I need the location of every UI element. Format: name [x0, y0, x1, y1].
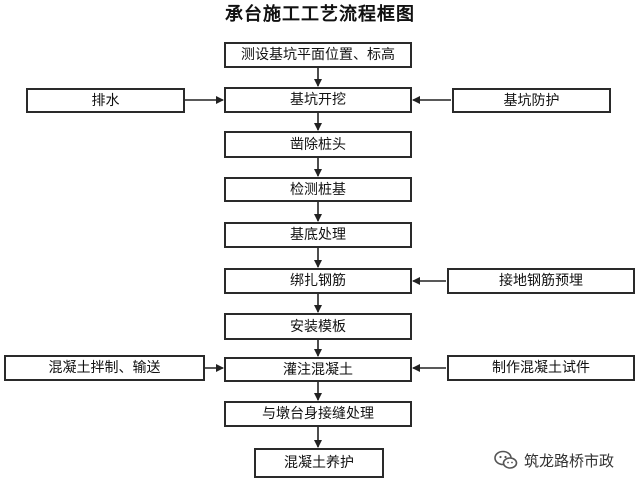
step-concrete-curing: 混凝土养护: [254, 448, 384, 478]
watermark: 筑龙路桥市政: [494, 448, 614, 472]
side-concrete-mixing: 混凝土拌制、输送: [4, 355, 205, 381]
step-formwork-install: 安装模板: [224, 313, 412, 340]
side-grounding-embed: 接地钢筋预埋: [447, 268, 635, 294]
step-chisel-pile-head: 凿除桩头: [224, 131, 412, 158]
step-joint-treatment: 与墩台身接缝处理: [224, 401, 412, 427]
side-test-specimen: 制作混凝土试件: [447, 355, 635, 381]
step-survey-layout: 测设基坑平面位置、标高: [224, 42, 412, 68]
step-concrete-pour: 灌注混凝土: [224, 357, 412, 382]
side-drainage: 排水: [26, 88, 185, 113]
wechat-icon: [494, 450, 518, 469]
step-rebar-binding: 绑扎钢筋: [224, 268, 412, 294]
step-pile-inspection: 检测桩基: [224, 177, 412, 202]
step-pit-excavation: 基坑开挖: [224, 87, 412, 113]
flowchart-title: 承台施工工艺流程框图: [225, 4, 415, 25]
side-pit-protection: 基坑防护: [452, 88, 611, 113]
step-base-treatment: 基底处理: [224, 222, 412, 248]
watermark-text: 筑龙路桥市政: [524, 451, 615, 470]
